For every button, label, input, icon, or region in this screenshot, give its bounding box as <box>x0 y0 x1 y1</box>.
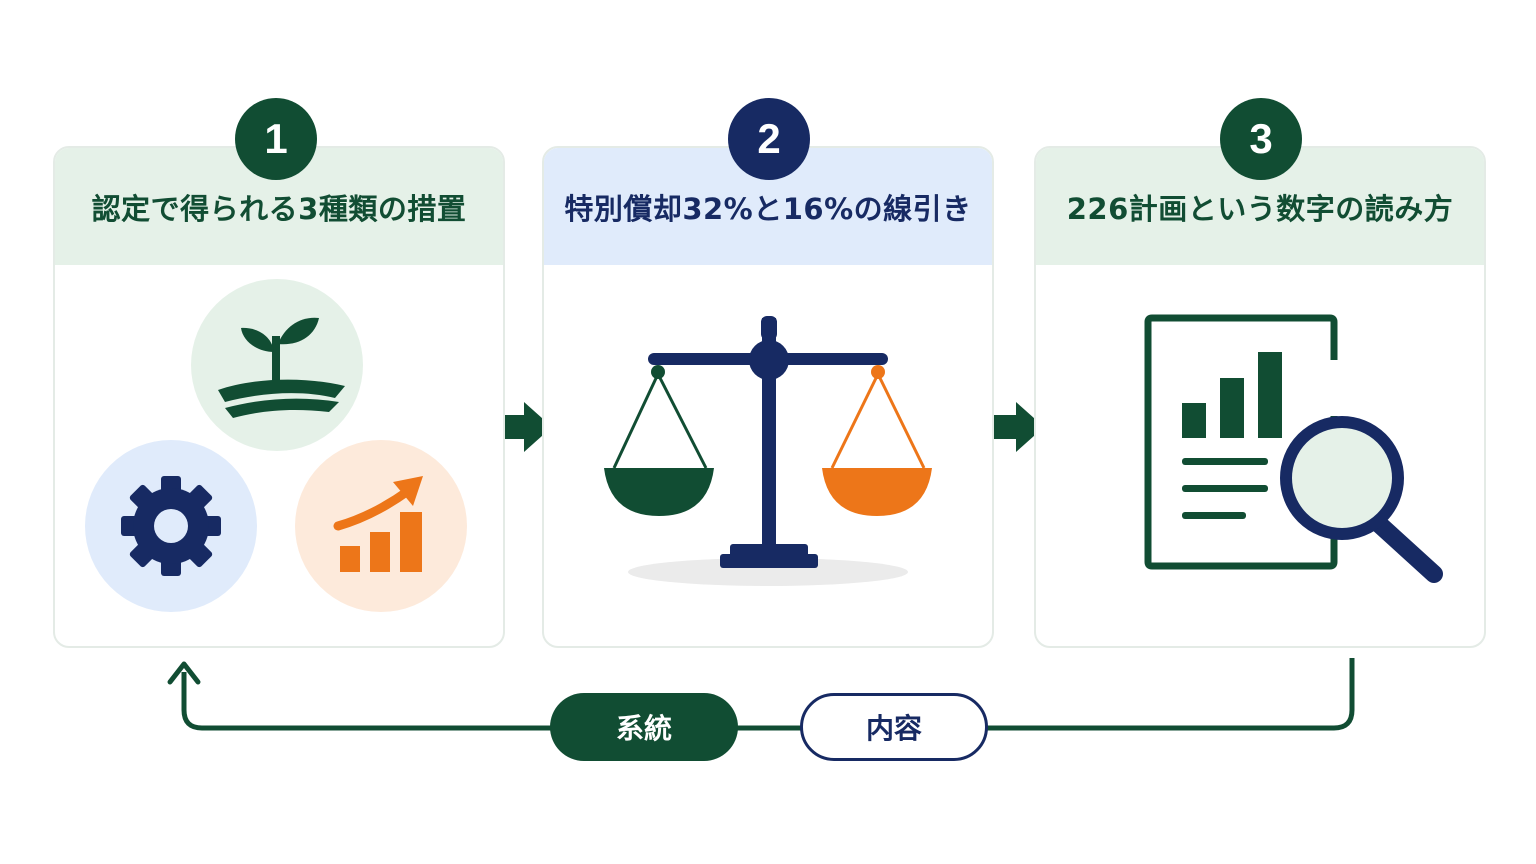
step-card-3: 226計画という数字の読み方 <box>1034 146 1486 648</box>
step-2-title: 特別償却32%と16%の線引き <box>564 191 972 226</box>
step-2-number-badge: 2 <box>728 98 810 180</box>
growth-chart-icon <box>333 476 423 572</box>
sprout-icon <box>218 317 345 418</box>
step-3-number-badge: 3 <box>1220 98 1302 180</box>
balance-scale-icon <box>604 316 932 586</box>
step-card-3-header: 226計画という数字の読み方 <box>1036 148 1484 265</box>
loop-label-right-pill: 内容 <box>800 693 988 761</box>
step-1-illustration <box>85 279 467 612</box>
loop-connector-line <box>181 658 1355 731</box>
step-1-title: 認定で得られる3種類の措置 <box>91 191 467 226</box>
step-card-1: 認定で得られる3種類の措置 <box>53 146 505 648</box>
loop-label-left-pill: 系統 <box>550 693 738 761</box>
report-magnifier-icon <box>1144 314 1443 583</box>
step-3-title: 226計画という数字の読み方 <box>1066 191 1454 226</box>
step-card-2: 特別償却32%と16%の線引き <box>542 146 994 648</box>
step-1-number-badge: 1 <box>235 98 317 180</box>
loop-arrowhead-up <box>167 661 201 685</box>
